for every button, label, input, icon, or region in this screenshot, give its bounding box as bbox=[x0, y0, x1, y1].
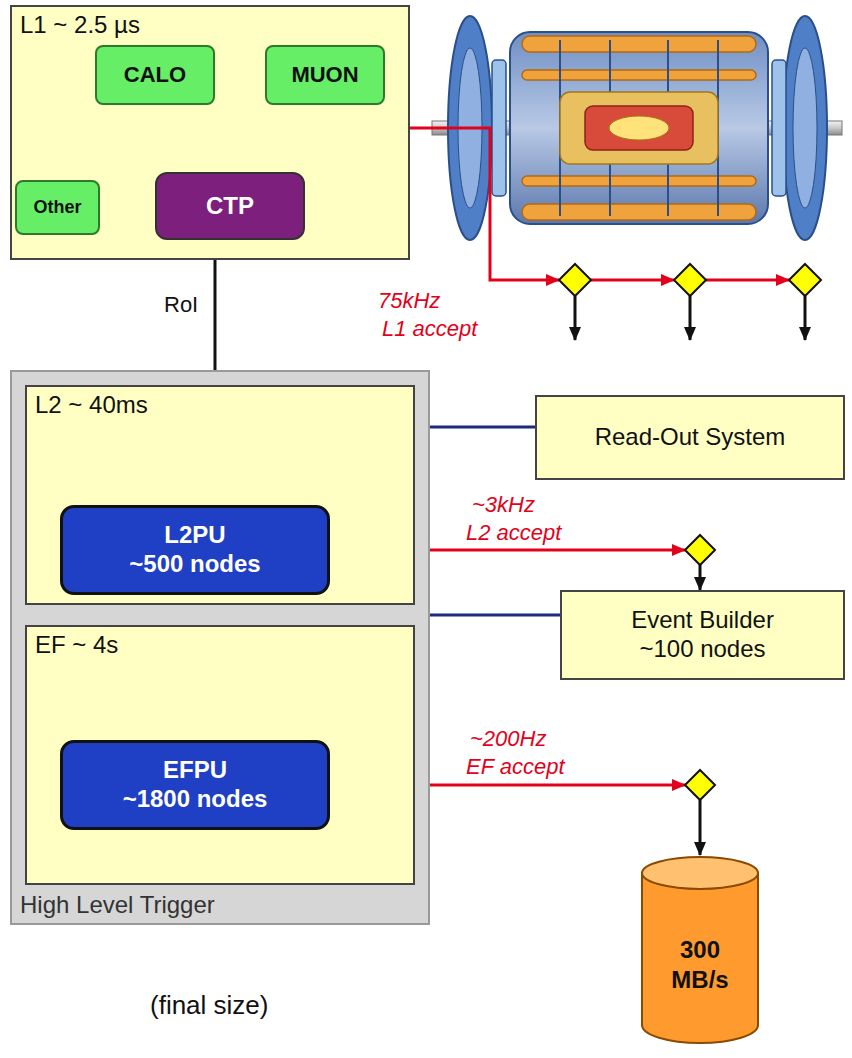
l1-accept-line bbox=[706, 279, 789, 282]
l1-accept-line bbox=[591, 279, 674, 282]
box-text: EFPU bbox=[163, 756, 227, 785]
box-text: ~1800 nodes bbox=[123, 785, 268, 814]
box-text: Event Builder bbox=[631, 606, 774, 635]
readout-arrow bbox=[804, 296, 807, 340]
trigger-source-box: MUON bbox=[265, 45, 385, 105]
trigger-level-box: EF ~ 4s EFPU~1800 nodes bbox=[25, 625, 415, 885]
rate-label: ~3kHz bbox=[472, 492, 535, 518]
connector-line bbox=[214, 240, 217, 385]
accept-diamond bbox=[674, 264, 706, 296]
hlt-region: High Level Trigger L2 ~ 40msL2PU~500 node… bbox=[10, 370, 430, 925]
accept-diamond bbox=[685, 535, 715, 565]
level-heading: EF ~ 4s bbox=[35, 631, 118, 659]
accept-label: EF accept bbox=[466, 754, 565, 780]
box-text: Read-Out System bbox=[595, 423, 786, 452]
accept-label: L2 accept bbox=[466, 520, 561, 546]
note-text: (final size) bbox=[150, 990, 268, 1021]
central-trigger-box: CTP bbox=[155, 172, 305, 240]
box-text: Other bbox=[33, 197, 81, 219]
accept-diamond bbox=[685, 770, 715, 800]
trigger-source-box: CALO bbox=[95, 45, 215, 105]
rate-label: 75kHz bbox=[378, 288, 440, 314]
box-text: CTP bbox=[206, 192, 254, 221]
rate-label: ~200Hz bbox=[470, 726, 546, 752]
processing-unit-box: L2PU~500 nodes bbox=[60, 505, 330, 595]
readout-box: Read-Out System bbox=[535, 395, 845, 480]
l1-accept-line bbox=[410, 128, 559, 280]
readout-arrow bbox=[689, 296, 692, 340]
trigger-level-box: L2 ~ 40msL2PU~500 nodes bbox=[25, 385, 415, 605]
accept-diamond bbox=[559, 264, 591, 296]
connector-line bbox=[699, 800, 702, 855]
trigger-level-box: L1 ~ 2.5 µs CALO MUON Other CTP bbox=[10, 5, 410, 260]
connector-line bbox=[699, 565, 702, 590]
box-text: MUON bbox=[291, 62, 358, 88]
accept-diamond bbox=[789, 264, 821, 296]
level-heading: High Level Trigger bbox=[20, 891, 215, 919]
processing-unit-box: EFPU~1800 nodes bbox=[60, 740, 330, 830]
event-builder-box: Event Builder~100 nodes bbox=[560, 590, 845, 680]
readout-arrow bbox=[574, 296, 577, 340]
level-heading: L2 ~ 40ms bbox=[35, 391, 148, 419]
connector bbox=[215, 240, 216, 385]
storage-text: 300 MB/s bbox=[664, 935, 736, 995]
box-text: ~500 nodes bbox=[129, 550, 260, 579]
box-text: L2PU bbox=[164, 521, 225, 550]
box-text: CALO bbox=[124, 62, 186, 88]
storage-cylinder: 300 MB/s bbox=[640, 855, 760, 1045]
level-heading: L1 ~ 2.5 µs bbox=[20, 11, 140, 39]
accept-label: L1 accept bbox=[382, 316, 477, 342]
box-text: ~100 nodes bbox=[639, 635, 765, 664]
edge-label: RoI bbox=[162, 292, 200, 318]
trigger-source-box: Other bbox=[15, 180, 100, 235]
